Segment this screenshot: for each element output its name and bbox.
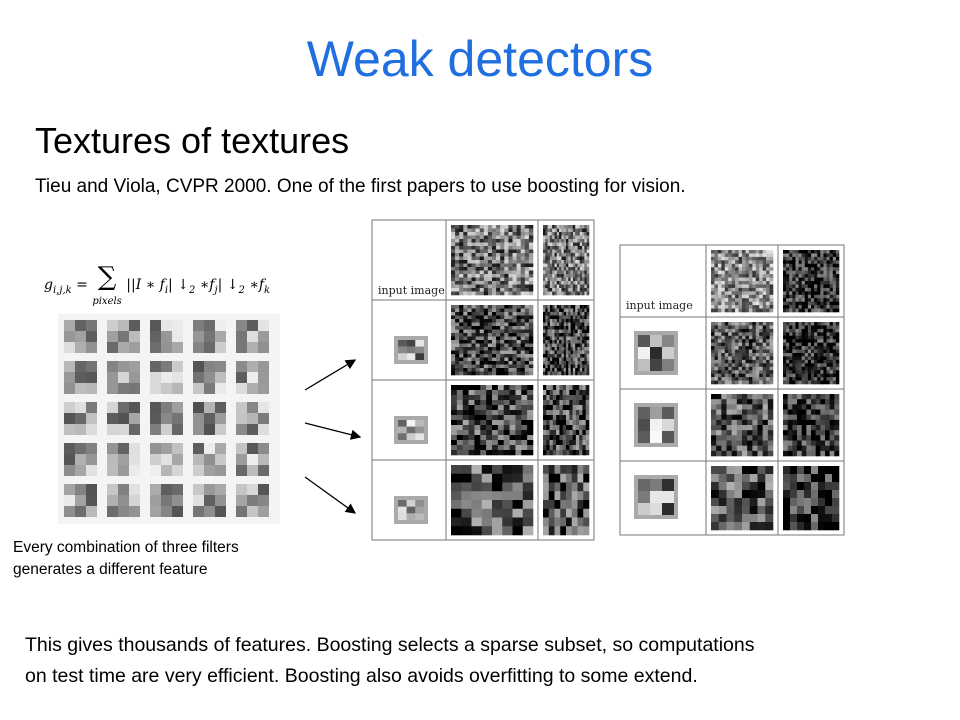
filter-tile (193, 402, 226, 435)
formula-sum-sub: pixels (92, 296, 122, 307)
citation-text: Tieu and Viola, CVPR 2000. One of the fi… (35, 176, 686, 197)
right-response-r2-c2 (783, 394, 840, 457)
filter-tile (64, 361, 97, 394)
caption-line-1: Every combination of three filters (13, 539, 239, 556)
left-filter-r1 (394, 336, 428, 364)
left-response-r0-c1 (451, 225, 534, 296)
formula-lhs-sub: i,j,k (52, 284, 72, 296)
filter-tile (107, 402, 140, 435)
filter-tile (107, 320, 140, 353)
filter-tile (107, 361, 140, 394)
filter-bank-image (58, 314, 280, 524)
arrows-graphic (304, 359, 362, 514)
formula-lhs: g (44, 277, 53, 293)
input-image-label-left: input image (378, 284, 445, 297)
right-response-r1-c2 (783, 322, 840, 385)
formula-fj: ∗f (195, 277, 215, 293)
right-response-r1-c1 (711, 322, 774, 385)
left-response-r1-c2 (543, 305, 590, 376)
arrow-3 (304, 476, 357, 514)
formula-sub-2a: 2 (188, 284, 196, 296)
left-response-r3-c1 (451, 465, 534, 536)
filter-tile (150, 484, 183, 517)
left-response-r2-c1 (451, 385, 534, 456)
bottom-line-1: This gives thousands of features. Boosti… (25, 634, 755, 656)
arrow-2 (304, 422, 362, 440)
formula-body: ||I ∗ f (126, 277, 165, 293)
formula-sum-symbol: ∑ (97, 262, 117, 292)
left-response-r1-c1 (451, 305, 534, 376)
right-filter-r1 (634, 331, 678, 375)
left-response-r0-c2 (543, 225, 590, 296)
filter-tile (107, 484, 140, 517)
filter-tile (236, 361, 269, 394)
formula-sub-j: j (214, 284, 218, 296)
filter-tile (107, 443, 140, 476)
left-filter-r2 (394, 416, 428, 444)
right-response-r2-c1 (711, 394, 774, 457)
filter-tile (64, 402, 97, 435)
filter-caption: Every combination of three filters gener… (13, 537, 239, 581)
filter-tile (193, 484, 226, 517)
left-response-r2-c2 (543, 385, 590, 456)
bottom-paragraph: This gives thousands of features. Boosti… (25, 630, 945, 692)
tiger-waterfall-panel: input image (370, 218, 596, 542)
right-response-r0-c2 (783, 250, 840, 313)
formula-equals: = (76, 277, 88, 293)
right-response-r3-c2 (783, 466, 840, 531)
formula-sub-i: i (164, 284, 169, 296)
formula-down: | ↓ (168, 277, 189, 293)
input-image-label-right: input image (626, 299, 693, 312)
arrow-1 (304, 359, 357, 391)
right-filter-r2 (634, 403, 678, 447)
filter-tile (236, 402, 269, 435)
formula-down-2: | ↓ (217, 277, 239, 293)
slide-subtitle: Textures of textures (35, 120, 350, 161)
filter-tile (64, 484, 97, 517)
filter-tile (150, 443, 183, 476)
formula-sub-2b: 2 (238, 284, 245, 296)
left-cell-r0-c0 (371, 219, 447, 301)
right-response-r0-c1 (711, 250, 774, 313)
filter-tile (150, 402, 183, 435)
filter-tile (193, 443, 226, 476)
slide-title: Weak detectors (306, 31, 654, 87)
formula-fk: ∗f (244, 277, 265, 293)
filter-tile (193, 320, 226, 353)
filter-tile (150, 361, 183, 394)
filter-tile (236, 443, 269, 476)
filter-tile (64, 320, 97, 353)
left-response-r3-c2 (543, 465, 590, 536)
filter-tile (236, 320, 269, 353)
cathedral-landscape-panel: input image (618, 243, 846, 539)
feature-formula: gi,j,k = ∑ pixels ||I ∗ fi| ↓2 ∗fj| ↓2 ∗… (44, 262, 270, 308)
tiger-waterfall-grid (371, 219, 595, 541)
formula-sub-k: k (264, 284, 271, 296)
filter-tile (64, 443, 97, 476)
bottom-line-2: on test time are very efficient. Boostin… (25, 665, 698, 687)
right-response-r3-c1 (711, 466, 774, 531)
right-filter-r3 (634, 475, 678, 519)
filter-tile (193, 361, 226, 394)
filter-tile (150, 320, 183, 353)
caption-line-2: generates a different feature (13, 561, 208, 578)
cathedral-landscape-grid (619, 244, 845, 536)
left-filter-r3 (394, 496, 428, 524)
filter-tile (236, 484, 269, 517)
